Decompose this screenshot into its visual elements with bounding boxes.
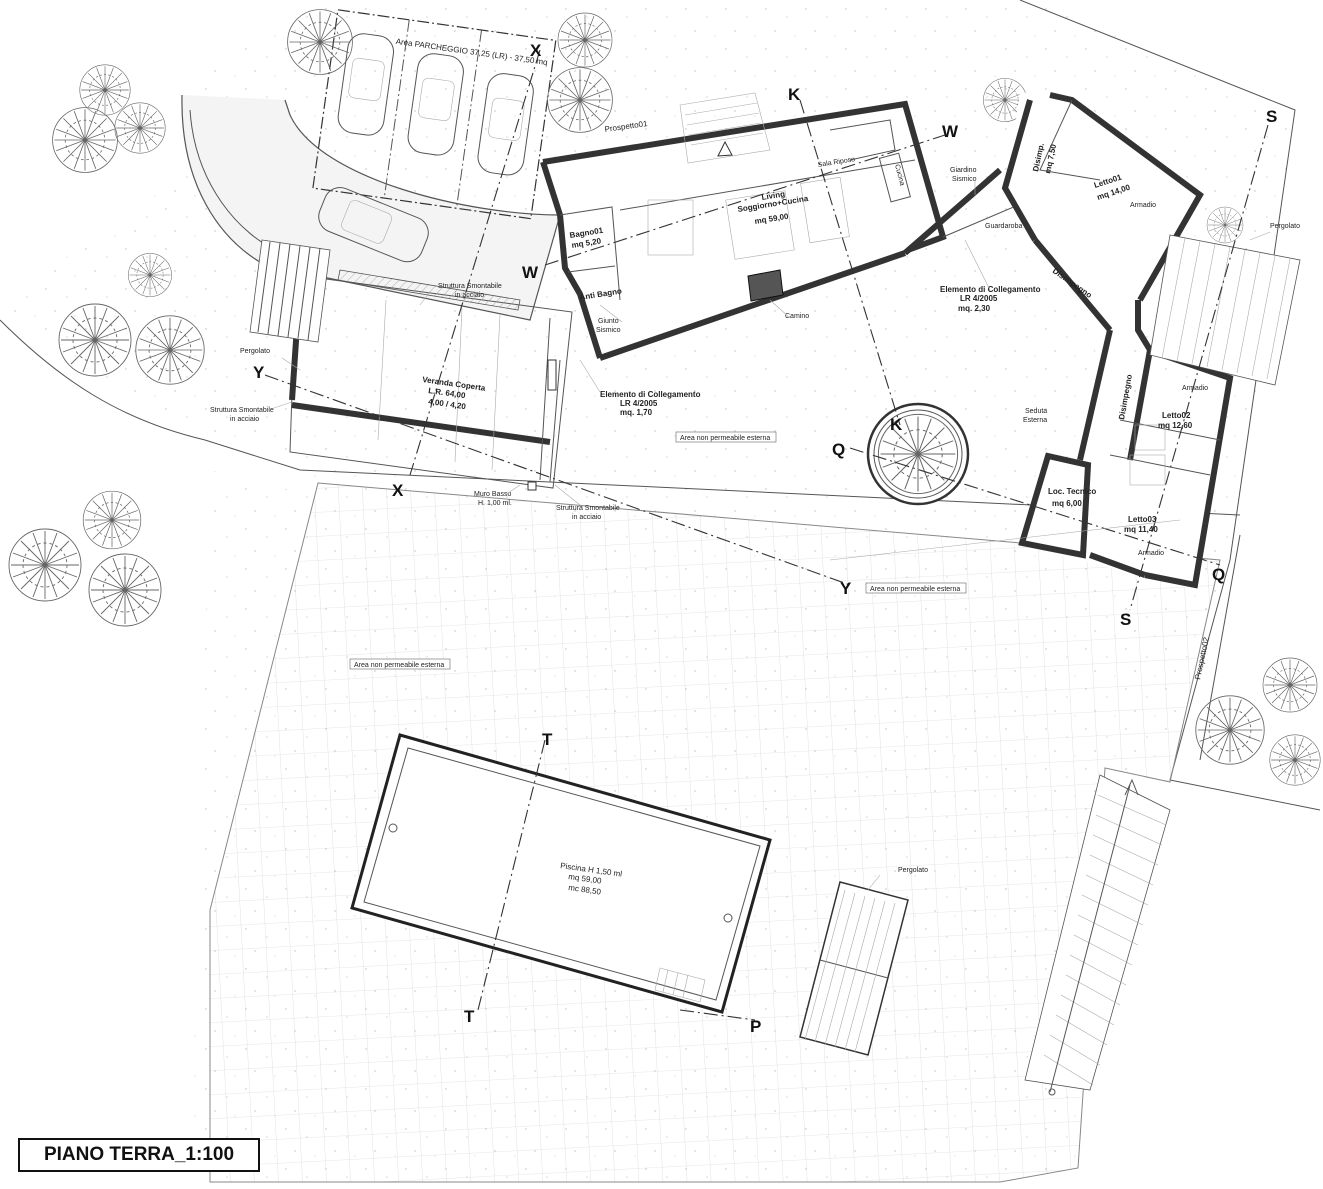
connection-label-1b: LR 4/2005: [620, 399, 658, 408]
loc-tecnico-area: mq 6,00: [1052, 499, 1082, 508]
steel-structure-label-3a: Struttura Smontabile: [556, 505, 620, 512]
pool: [350, 733, 772, 1014]
pergola-label-bottom: Pergolato: [898, 867, 928, 874]
living-label: Living: [761, 189, 786, 202]
section-mark-t-bottom: T: [464, 1007, 475, 1026]
tree-icon: [88, 553, 162, 627]
tree-icon: [135, 315, 205, 385]
tree-icon: [547, 67, 613, 133]
pergola-label-left: Pergolato: [240, 348, 270, 355]
section-mark-s-top: S: [1266, 107, 1277, 126]
section-mark-w-left: W: [522, 263, 539, 282]
armadio-label-2: Armadio: [1182, 385, 1208, 392]
pergola-right: [1149, 234, 1301, 386]
seduta-label-1: Seduta: [1025, 408, 1047, 415]
leader-lines: [261, 180, 1271, 891]
letto03-label: Letto03: [1128, 515, 1157, 524]
drawing-title: PIANO TERRA_1:100: [43, 1144, 235, 1165]
tree-icon: [287, 9, 353, 75]
armadio-label-1: Armadio: [1130, 202, 1156, 209]
tree-icon: [52, 107, 118, 173]
impermeable-area-label-1: Area non permeabile esterna: [680, 435, 770, 442]
steel-structure-label-3b: in acciaio: [572, 514, 601, 521]
section-mark-y-left: Y: [253, 363, 265, 382]
section-mark-w-right: W: [942, 122, 959, 141]
guardaroba-label: Guardaroba: [985, 223, 1022, 230]
living-block: [540, 92, 947, 361]
section-mark-s-bottom: S: [1120, 610, 1131, 629]
steel-structure-label-2a: Struttura Smontabile: [210, 407, 274, 414]
car-icon: [318, 187, 429, 263]
car-icon: [407, 53, 464, 156]
connection-label-1c: mq. 1,70: [620, 408, 653, 417]
car-icon: [477, 73, 534, 176]
connection-label-2a: Elemento di Collegamento: [940, 285, 1041, 294]
section-mark-q-right: Q: [1212, 565, 1225, 584]
parking-area: [312, 9, 557, 220]
section-mark-t-top: T: [542, 730, 553, 749]
pergola-label-right: Pergolato: [1270, 223, 1300, 230]
tree-icon: [1269, 734, 1321, 786]
letto02-area: mq 12,60: [1158, 421, 1193, 430]
tree-icon: [1195, 695, 1265, 765]
letto02-label: Letto02: [1162, 411, 1191, 420]
letto03-area: mq 11,40: [1124, 525, 1158, 534]
giardino-label-1: Giardino: [950, 167, 977, 174]
impermeable-area-label-3: Area non permeabile esterna: [354, 662, 444, 669]
pergola-left: [249, 239, 331, 343]
giardino-label-2: Sismico: [952, 176, 977, 183]
steel-structure-label-2b: in acciaio: [230, 416, 259, 423]
section-mark-x-top: X: [530, 41, 542, 60]
giunto-label-2: Sismico: [596, 327, 621, 334]
tree-icon: [8, 528, 82, 602]
armadio-label-3: Armadio: [1138, 550, 1164, 557]
connection-label-2c: mq. 2,30: [958, 304, 991, 313]
tree-icon: [1206, 206, 1244, 244]
seduta-label-2: Esterna: [1023, 417, 1047, 424]
steel-structure-label-1b: in acciaio: [455, 292, 484, 299]
tree-icon: [58, 303, 132, 377]
low-wall-label-2: H. 1,00 ml.: [478, 500, 512, 507]
section-mark-p: P: [750, 1017, 761, 1036]
section-mark-x-bottom: X: [392, 481, 404, 500]
section-mark-q-left: Q: [832, 440, 845, 459]
connection-label-2b: LR 4/2005: [960, 294, 998, 303]
loc-tecnico-label: Loc. Tecnico: [1048, 487, 1096, 496]
steel-structure-label-1a: Struttura Smontabile: [438, 283, 502, 290]
low-wall-label-1: Muro Basso: [474, 491, 511, 498]
tree-icon: [82, 490, 142, 550]
section-mark-k-bottom: K: [890, 415, 903, 434]
tree-icon: [128, 253, 172, 297]
garden-stairs: [1024, 774, 1171, 1096]
pergola-bottom: [799, 881, 909, 1056]
giunto-label-1: Giunto: [598, 318, 619, 325]
bedroom-wing: [1001, 92, 1235, 590]
section-mark-y-right: Y: [840, 579, 852, 598]
impermeable-area-label-2: Area non permeabile esterna: [870, 586, 960, 593]
tree-icon: [114, 102, 166, 154]
connection-label-1a: Elemento di Collegamento: [600, 390, 701, 399]
round-planter: [866, 402, 970, 506]
tree-icon: [557, 12, 613, 68]
section-mark-k-top: K: [788, 85, 801, 104]
section-lines: [264, 49, 1269, 1021]
car-icon: [337, 33, 395, 136]
camino-label: Camino: [785, 313, 809, 320]
drawing-title-box: PIANO TERRA_1:100: [18, 1138, 260, 1172]
steel-beam: [337, 269, 521, 311]
tree-icon: [1262, 657, 1318, 713]
